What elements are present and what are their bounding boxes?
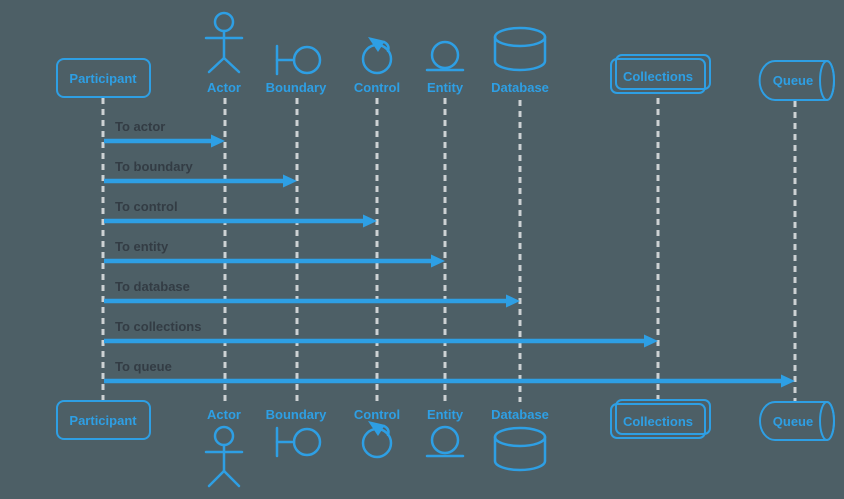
queue-shape <box>759 401 835 441</box>
message-label: To boundary <box>115 159 194 174</box>
boundary-icon <box>275 426 322 458</box>
participant-label: Queue <box>773 73 813 88</box>
message-label: To actor <box>115 119 165 134</box>
queue-shape <box>758 60 835 101</box>
participant-box <box>56 58 151 98</box>
participant-top-entity: Entity <box>425 40 465 95</box>
entity-icon <box>425 425 465 458</box>
participants-top: Participant Actor Boundary <box>56 11 835 101</box>
participant-top-participant: Participant <box>56 58 151 98</box>
arrowhead-icon <box>211 134 225 148</box>
collections-box <box>610 54 711 94</box>
arrowhead-icon <box>363 214 377 228</box>
collections-box <box>610 399 711 439</box>
participant-top-database: Database <box>491 26 549 95</box>
participant-bottom-collections: Collections <box>610 399 711 439</box>
database-icon <box>493 426 547 472</box>
participant-top-control: Control <box>354 37 400 95</box>
actor-icon <box>204 11 244 74</box>
entity-icon <box>425 40 465 72</box>
participant-label: Collections <box>623 69 693 84</box>
arrowhead-icon <box>283 174 297 188</box>
participant-label: Boundary <box>266 407 327 422</box>
message-label: To collections <box>115 319 201 334</box>
actor-icon <box>204 425 244 488</box>
participant-label: Entity <box>427 80 464 95</box>
participant-label: Actor <box>207 407 241 422</box>
participant-label: Collections <box>623 414 693 429</box>
messages: To actor To boundary To control To entit… <box>104 119 795 388</box>
message-label: To control <box>115 199 178 214</box>
participants-bottom: Participant Actor Boundary Control <box>56 399 835 488</box>
participant-top-collections: Collections <box>610 54 711 94</box>
participant-bottom-control: Control <box>354 407 400 459</box>
participant-bottom-entity: Entity <box>425 407 465 458</box>
message-to-collections: To collections <box>104 319 658 348</box>
message-to-queue: To queue <box>104 359 795 388</box>
participant-top-actor: Actor <box>204 11 244 95</box>
participant-label: Boundary <box>266 80 327 95</box>
participant-bottom-actor: Actor <box>204 407 244 488</box>
message-to-control: To control <box>104 199 377 228</box>
message-to-boundary: To boundary <box>104 159 297 188</box>
message-to-actor: To actor <box>104 119 225 148</box>
participant-label: Control <box>354 407 400 422</box>
control-icon <box>361 37 393 75</box>
message-to-database: To database <box>104 279 520 308</box>
participant-label: Participant <box>69 413 137 428</box>
message-label: To database <box>115 279 190 294</box>
participant-label: Actor <box>207 80 241 95</box>
participant-bottom-database: Database <box>491 407 549 472</box>
message-label: To entity <box>115 239 169 254</box>
participant-label: Queue <box>773 414 813 429</box>
participant-top-boundary: Boundary <box>266 44 327 95</box>
lifelines <box>101 98 797 402</box>
participant-bottom-queue: Queue <box>759 401 835 441</box>
participant-bottom-participant: Participant <box>56 400 151 440</box>
participant-label: Participant <box>69 71 137 86</box>
participant-label: Entity <box>427 407 464 422</box>
participant-top-queue: Queue <box>758 60 835 101</box>
participant-label: Control <box>354 80 400 95</box>
message-to-entity: To entity <box>104 239 445 268</box>
boundary-icon <box>275 44 322 76</box>
arrowhead-icon <box>644 334 658 348</box>
arrowhead-icon <box>431 254 445 268</box>
database-icon <box>493 26 547 72</box>
arrowhead-icon <box>506 294 520 308</box>
participant-bottom-boundary: Boundary <box>266 407 327 458</box>
participant-box <box>56 400 151 440</box>
participant-label: Database <box>491 80 549 95</box>
arrowhead-icon <box>781 374 795 388</box>
participant-label: Database <box>491 407 549 422</box>
control-icon <box>361 421 393 459</box>
message-label: To queue <box>115 359 172 374</box>
